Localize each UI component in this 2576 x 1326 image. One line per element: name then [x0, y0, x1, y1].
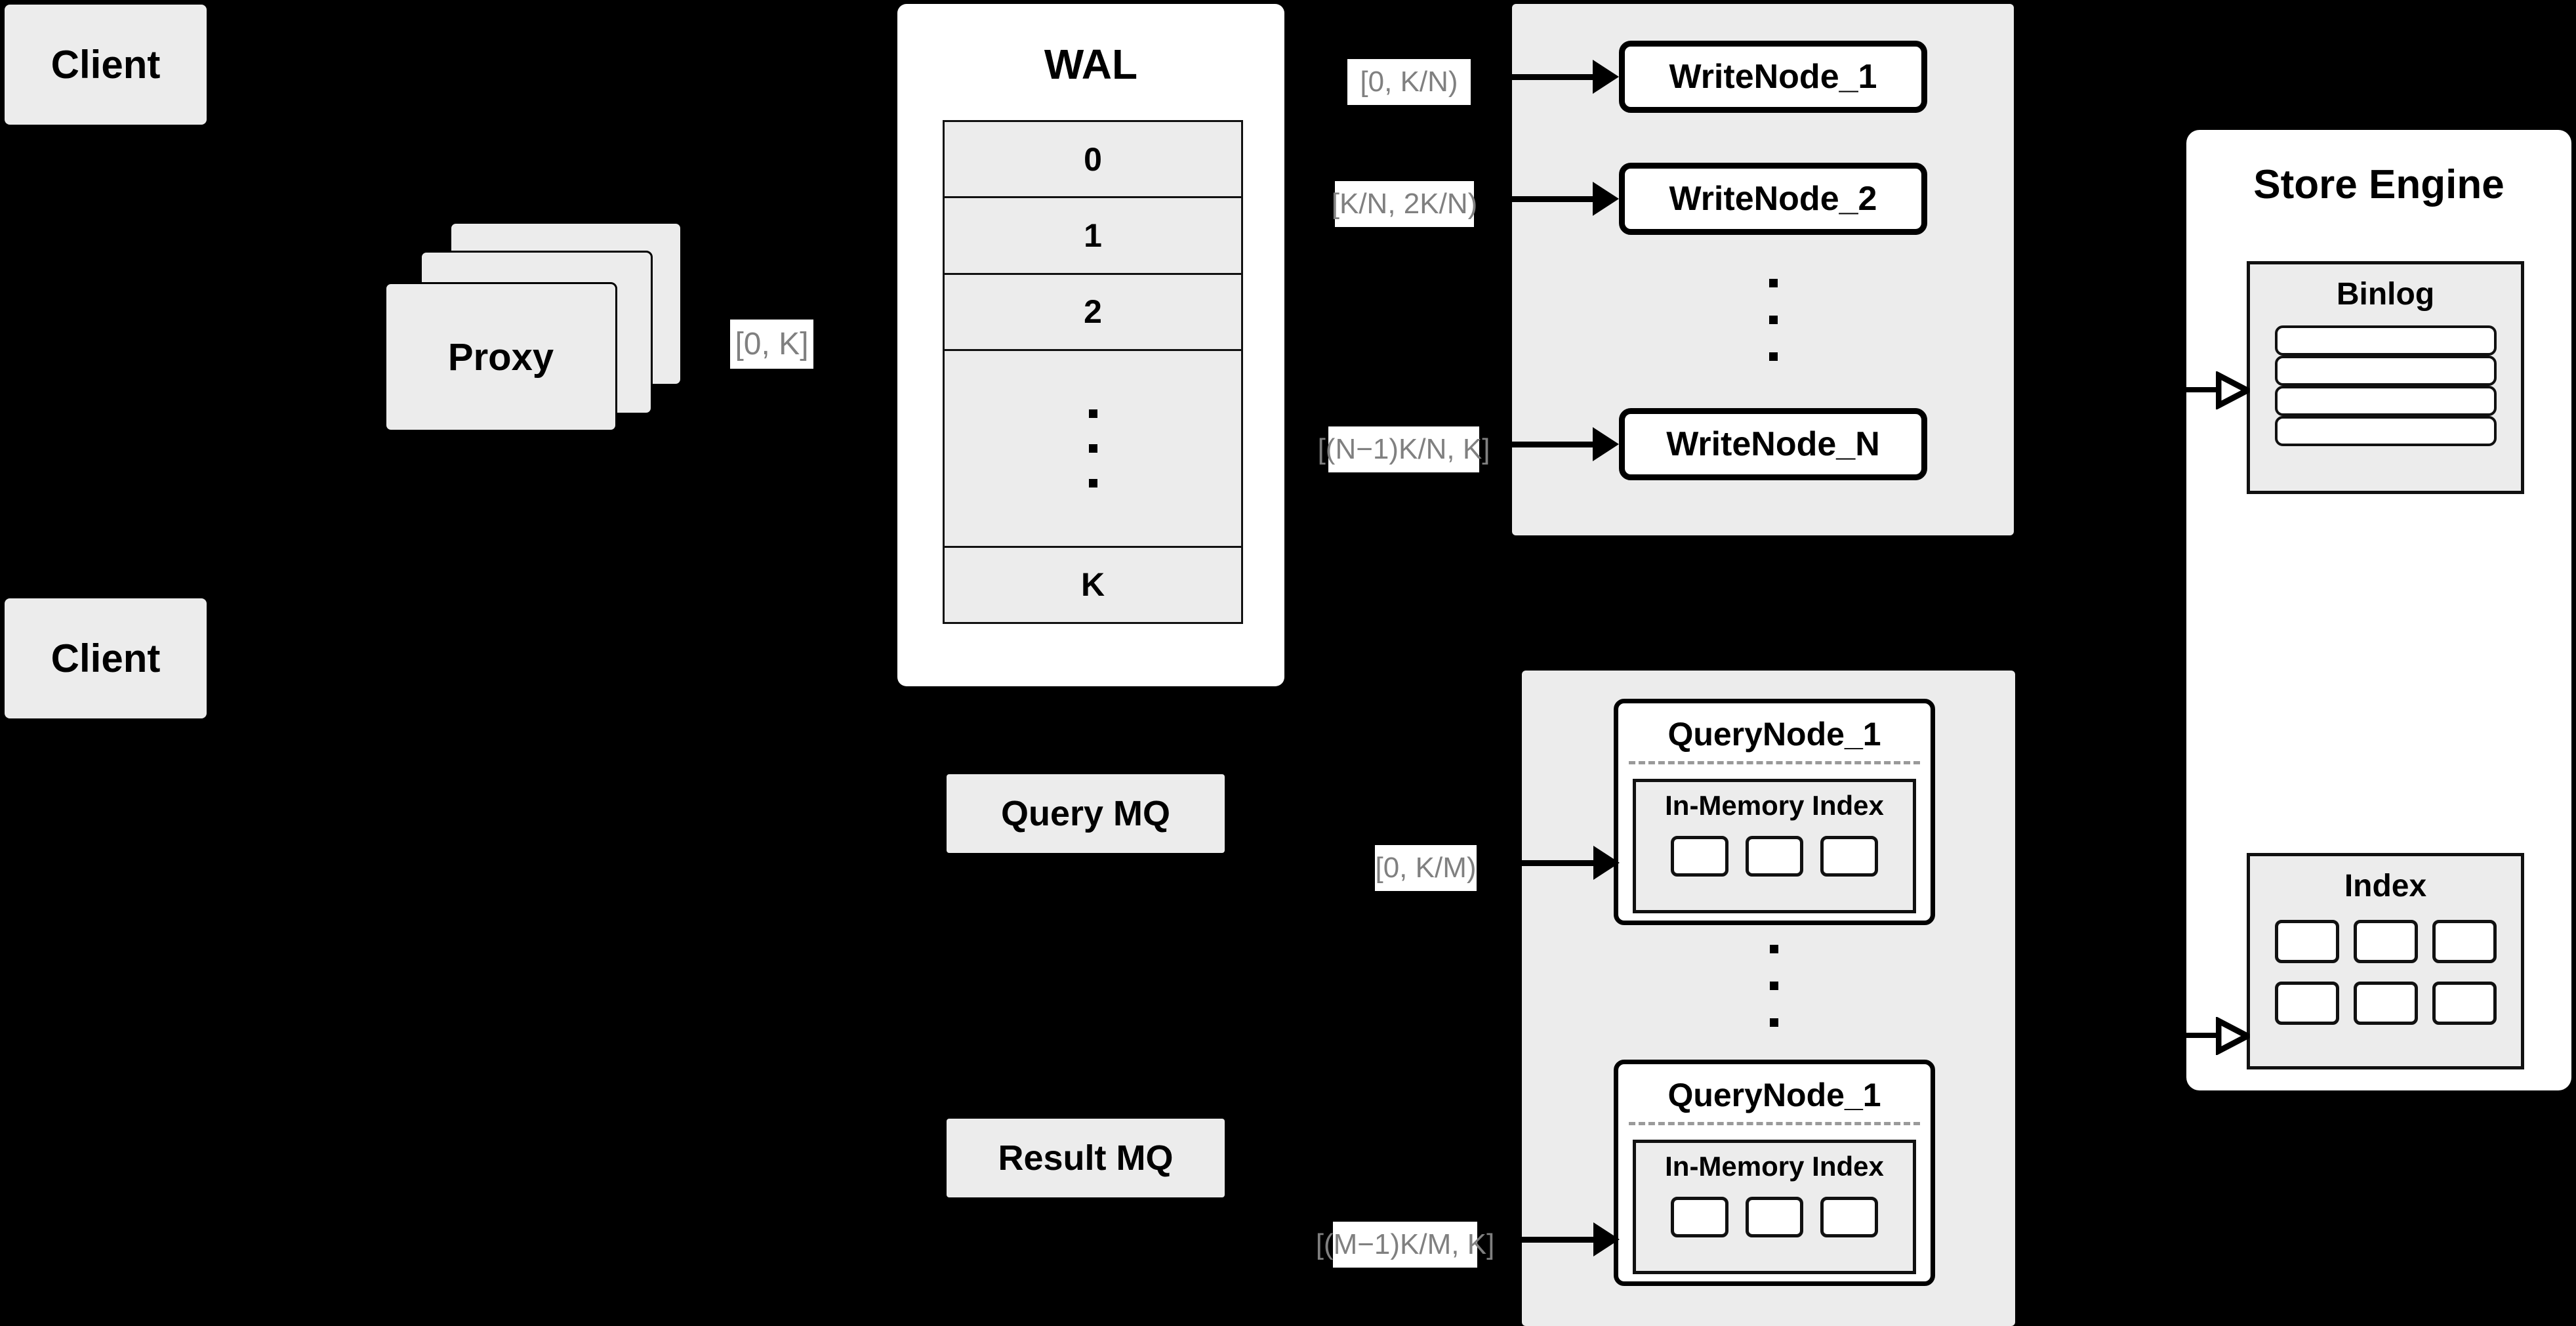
index-box: Index [2247, 853, 2524, 1069]
binlog-bar [2274, 356, 2497, 386]
query-mq-label: Query MQ [1000, 794, 1171, 833]
wal-table: 0 1 2 K [943, 120, 1243, 624]
arrow-head-index-icon [2216, 1017, 2250, 1055]
range-label-write-2: [K/N, 2K/N) [1332, 181, 1477, 227]
binlog-bar [2274, 386, 2497, 416]
arrow-line-write-1 [1510, 74, 1595, 80]
wal-row-2: 2 [945, 275, 1241, 351]
arrow-head-query-1 [1593, 846, 1620, 880]
range-text-proxy-wal: [0, K] [735, 327, 809, 362]
wal-dot [1088, 478, 1097, 487]
query-node-1-label: QueryNode_1 [1667, 716, 1881, 753]
in-memory-index-m: In-Memory Index [1633, 1140, 1916, 1274]
wal-title: WAL [1044, 41, 1138, 88]
query-node-m-label: QueryNode_1 [1667, 1077, 1881, 1113]
write-node-n-label: WriteNode_N [1666, 425, 1880, 463]
write-dot [1769, 279, 1778, 287]
result-mq-label: Result MQ [998, 1138, 1174, 1178]
write-node-n[interactable]: WriteNode_N [1619, 408, 1927, 480]
arrow-line-query-m [1521, 1237, 1596, 1243]
arrow-line-index [2186, 1033, 2219, 1038]
binlog-bar [2274, 325, 2497, 356]
query-mq-box[interactable]: Query MQ [947, 774, 1225, 853]
store-engine-title: Store Engine [2253, 162, 2504, 207]
write-node-1[interactable]: WriteNode_1 [1619, 41, 1927, 113]
index-chip [1746, 1197, 1803, 1237]
query-node-1-separator [1629, 761, 1920, 764]
index-chip [1671, 836, 1728, 877]
query-dot [1770, 1018, 1778, 1027]
arrow-line-write-2 [1510, 196, 1595, 202]
client-label-2: Client [51, 636, 161, 680]
write-dot [1769, 352, 1778, 361]
binlog-title: Binlog [2336, 277, 2435, 312]
query-node-m-separator [1629, 1122, 1920, 1125]
range-label-query-1: [0, K/M) [1375, 845, 1477, 891]
range-label-write-1: [0, K/N) [1347, 59, 1471, 105]
client-box-1[interactable]: Client [5, 5, 207, 125]
binlog-bar [2274, 416, 2497, 446]
wal-row-ellipsis [945, 351, 1241, 548]
arrow-head-write-1 [1593, 60, 1619, 94]
query-cluster-ellipsis [1770, 945, 1778, 1027]
arrow-head-write-2 [1593, 182, 1619, 216]
range-label-query-m: [(M−1)K/M, K] [1316, 1222, 1494, 1268]
wal-dot [1088, 409, 1097, 418]
arrow-line-write-n [1510, 442, 1595, 447]
in-memory-index-1-label: In-Memory Index [1665, 790, 1884, 821]
store-index-chip [2353, 920, 2418, 963]
client-box-2[interactable]: Client [5, 598, 207, 718]
store-index-chip [2353, 982, 2418, 1025]
client-label-1: Client [51, 43, 161, 87]
wal-row-0: 0 [945, 122, 1241, 199]
arrow-head-binlog-icon [2216, 371, 2250, 409]
write-cluster-ellipsis [1769, 279, 1778, 361]
wal-row-k: K [1080, 566, 1105, 604]
arrow-line-binlog [2186, 387, 2219, 392]
query-dot [1770, 982, 1778, 990]
store-index-chip [2274, 920, 2339, 963]
arrow-head-write-n [1593, 427, 1619, 461]
binlog-box: Binlog [2247, 261, 2524, 494]
store-index-chip [2432, 920, 2497, 963]
arrow-head-query-m [1593, 1222, 1620, 1256]
query-node-1[interactable]: QueryNode_1 In-Memory Index [1614, 699, 1935, 925]
arrow-line-query-1 [1521, 860, 1596, 866]
index-chip [1820, 836, 1878, 877]
range-label-write-n: [(N−1)K/N, K] [1318, 426, 1490, 472]
in-memory-index-m-label: In-Memory Index [1665, 1151, 1884, 1182]
write-dot [1769, 316, 1778, 324]
wal-dot [1088, 444, 1097, 453]
index-chip [1671, 1197, 1728, 1237]
proxy-label: Proxy [447, 335, 554, 379]
write-node-1-label: WriteNode_1 [1669, 58, 1877, 96]
proxy-box[interactable]: Proxy [384, 282, 617, 432]
in-memory-index-1: In-Memory Index [1633, 779, 1916, 913]
index-chip [1820, 1197, 1878, 1237]
index-chip [1746, 836, 1803, 877]
query-dot [1770, 945, 1778, 953]
store-index-chip [2432, 982, 2497, 1025]
write-node-2[interactable]: WriteNode_2 [1619, 163, 1927, 235]
write-node-2-label: WriteNode_2 [1669, 180, 1877, 218]
store-index-chip [2274, 982, 2339, 1025]
wal-row-1: 1 [945, 198, 1241, 275]
index-title: Index [2344, 869, 2427, 903]
result-mq-box[interactable]: Result MQ [947, 1119, 1225, 1197]
query-node-m[interactable]: QueryNode_1 In-Memory Index [1614, 1060, 1935, 1286]
range-label-proxy-to-wal: [0, K] [730, 320, 813, 369]
